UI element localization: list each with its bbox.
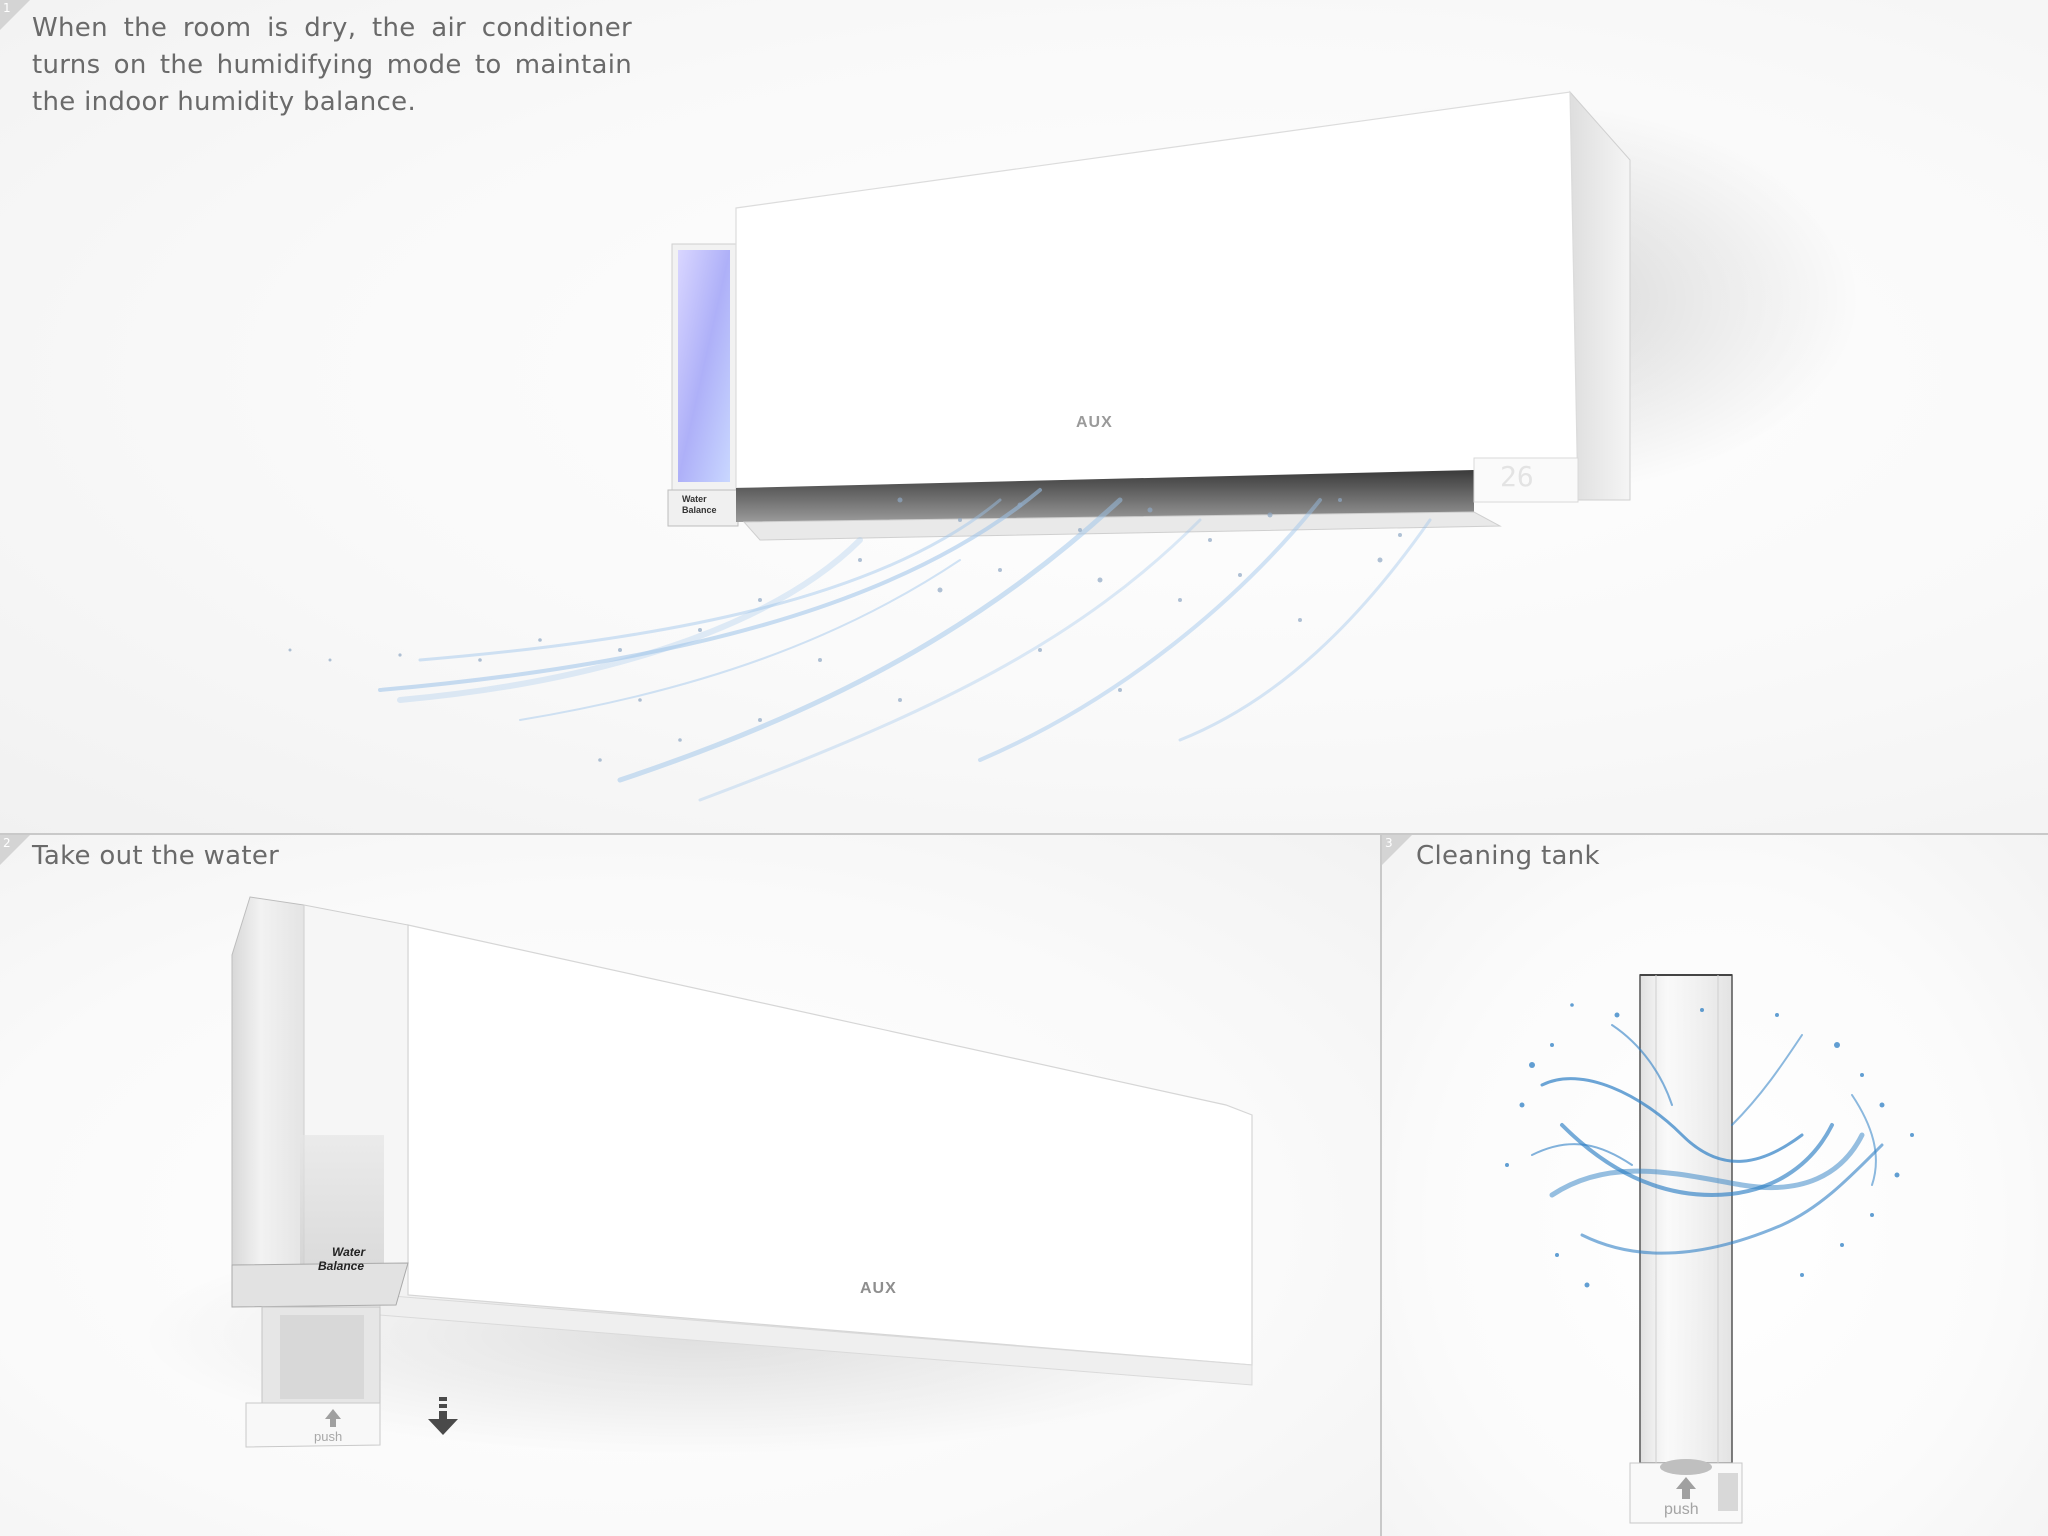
- tank-base: [1629, 1459, 1743, 1524]
- humidifying-ac-illustration: [288, 90, 1860, 802]
- panel-number: 1: [3, 1, 11, 15]
- panel-caption: Cleaning tank: [1416, 841, 1600, 871]
- panel-number: 2: [3, 836, 11, 850]
- panel-number-tab: [0, 0, 30, 30]
- panel-cleaning-tank: 3: [1382, 835, 2048, 1536]
- tank-label: Water Balance: [318, 1245, 365, 1273]
- glass-tank: [1639, 974, 1733, 1464]
- push-label: push: [1664, 1501, 1699, 1518]
- push-base: [245, 1402, 381, 1448]
- panel-caption: When the room is dry, the air conditione…: [32, 13, 632, 117]
- tank-label-line2: Balance: [318, 1259, 365, 1273]
- up-arrow-icon: [1676, 1477, 1696, 1499]
- water-splash: [1531, 1024, 1884, 1255]
- tank-label: Water Balance: [682, 494, 717, 516]
- temperature-display: 26: [1500, 460, 1534, 493]
- display-module: [1473, 457, 1579, 503]
- air-vent: [736, 470, 1474, 522]
- down-arrow-icon: [428, 1397, 458, 1435]
- tank-label-line2: Balance: [682, 505, 717, 515]
- brand-logo: AUX: [860, 1280, 897, 1297]
- tank-label-band: [231, 1262, 409, 1308]
- unit-side-panel: [1569, 90, 1631, 501]
- uv-light-glow: [678, 250, 730, 482]
- panel-number-tab: [1382, 835, 1412, 865]
- unit-front-panel: [735, 91, 1579, 501]
- tank-label-line1: Water: [682, 494, 707, 504]
- tank-label-line1: Water: [332, 1245, 366, 1259]
- push-label: push: [314, 1429, 343, 1444]
- vertical-divider: [1380, 835, 1382, 1536]
- tank-removal-illustration: [140, 896, 1260, 1455]
- airflow-streams: [378, 488, 1432, 802]
- panel-number-tab: [0, 835, 30, 865]
- water-tank: [667, 243, 739, 527]
- splash-droplets: [1505, 1003, 1914, 1288]
- brand-logo: AUX: [1076, 414, 1113, 431]
- water-droplets: [288, 497, 1402, 762]
- vent-louver: [742, 511, 1502, 541]
- panel-humidifying-mode: 1 When the room is dry, the air conditio…: [0, 0, 2048, 834]
- panel-take-out-water: 2: [0, 835, 1380, 1536]
- up-arrow-icon: [325, 1409, 341, 1427]
- tank-water-level: [300, 1135, 384, 1265]
- panel-caption: Take out the water: [32, 841, 280, 871]
- horizontal-divider: [0, 833, 2048, 835]
- water-tank: [231, 896, 409, 1448]
- unit-front-panel: [407, 924, 1253, 1366]
- cleaning-tank-illustration: [1505, 974, 1914, 1524]
- panel-number: 3: [1385, 836, 1393, 850]
